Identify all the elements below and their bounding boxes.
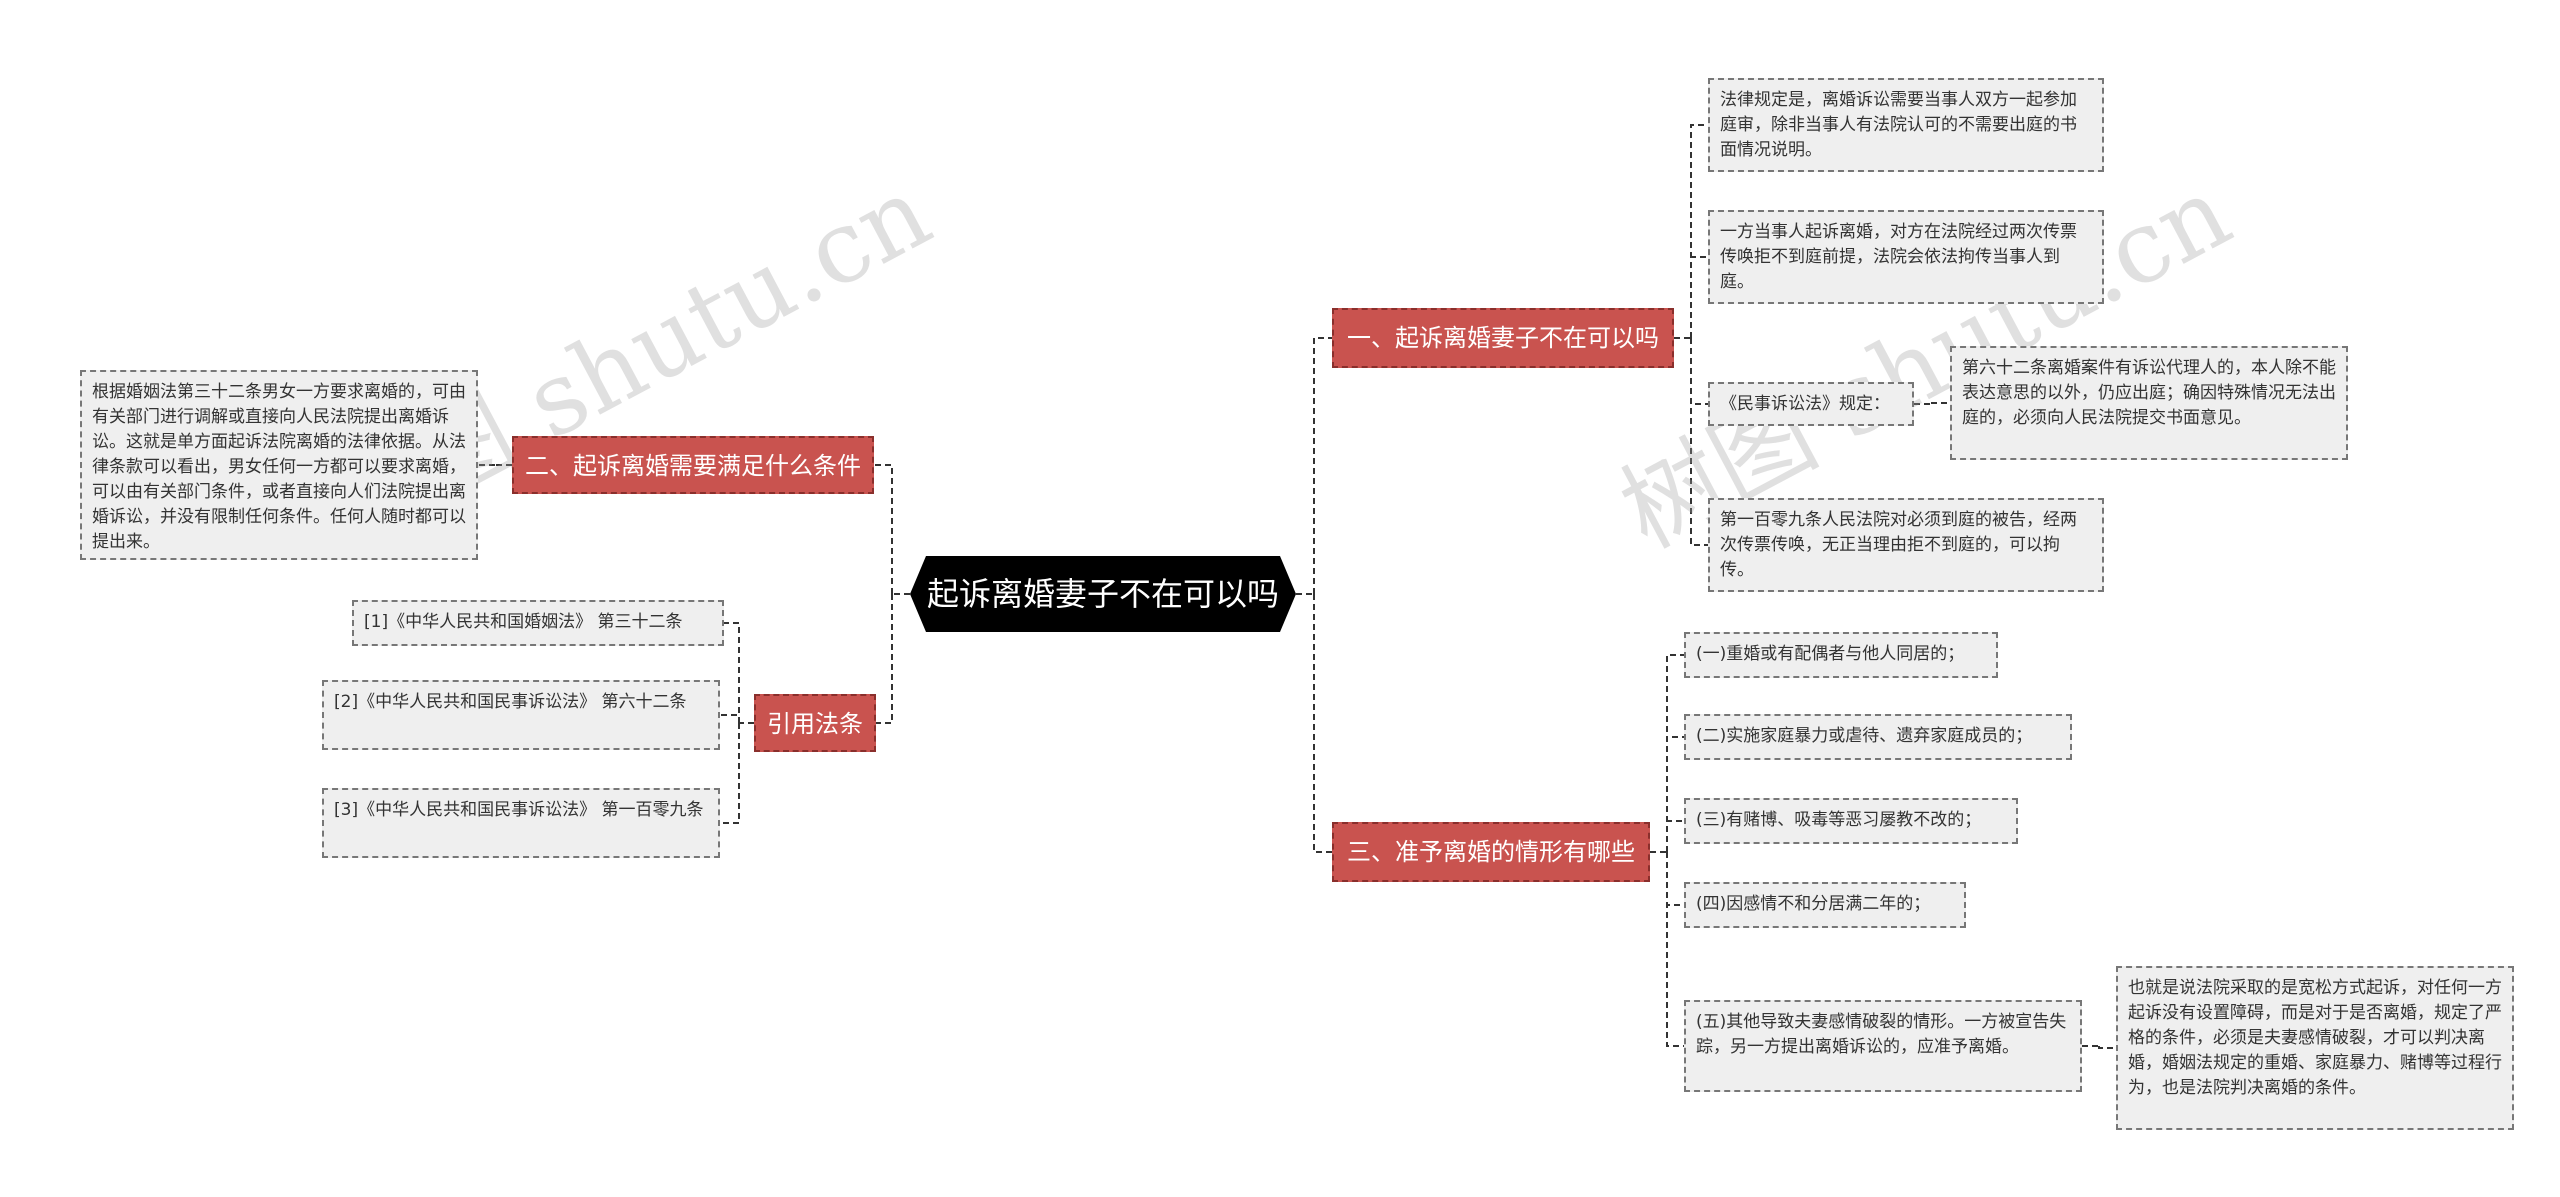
connector-line <box>1666 654 1684 852</box>
connector-line <box>1666 852 1684 906</box>
leaf-situation-4[interactable]: (四)因感情不和分居满二年的； <box>1684 882 1966 928</box>
branch-divorce-grant-situations[interactable]: 三、准予离婚的情形有哪些 <box>1332 822 1650 882</box>
connector-line <box>876 594 893 724</box>
connector-line <box>2098 1046 2116 1049</box>
connector-line <box>724 622 740 723</box>
connector-line <box>1690 338 1708 405</box>
leaf-situation-5[interactable]: (五)其他导致夫妻感情破裂的情形。一方被宣告失踪，另一方提出离婚诉讼的，应准予离… <box>1684 1000 2082 1092</box>
leaf-situation-3[interactable]: (三)有赌博、吸毒等恶习屡教不改的； <box>1684 798 2018 844</box>
leaf-court-explanation[interactable]: 也就是说法院采取的是宽松方式起诉，对任何一方起诉没有设置障碍，而是对于是否离婚，… <box>2116 966 2514 1130</box>
branch-can-sue-without-wife[interactable]: 一、起诉离婚妻子不在可以吗 <box>1332 308 1674 368</box>
connector-line <box>874 464 893 594</box>
connector-line <box>1690 256 1708 338</box>
connector-line <box>1690 124 1708 338</box>
connector-line <box>720 714 740 723</box>
root-topic[interactable]: 起诉离婚妻子不在可以吗 <box>910 556 1296 632</box>
leaf-citation-1[interactable]: [1]《中华人民共和国婚姻法》 第三十二条 <box>352 600 724 646</box>
leaf-summons-twice[interactable]: 一方当事人起诉离婚，对方在法院经过两次传票传唤拒不到庭前提，法院会依法拘传当事人… <box>1708 210 2104 304</box>
connector-line <box>1666 736 1684 852</box>
leaf-situation-2[interactable]: (二)实施家庭暴力或虐待、遗弃家庭成员的； <box>1684 714 2072 760</box>
leaf-civil-procedure-law[interactable]: 《民事诉讼法》规定： <box>1708 382 1914 426</box>
connector-line <box>1666 820 1684 852</box>
connector-line <box>1931 402 1950 404</box>
connector-line <box>1313 337 1332 594</box>
branch-cited-laws[interactable]: 引用法条 <box>754 694 876 752</box>
leaf-situation-1[interactable]: (一)重婚或有配偶者与他人同居的； <box>1684 632 1998 678</box>
leaf-marriage-law-art32[interactable]: 根据婚姻法第三十二条男女一方要求离婚的，可由有关部门进行调解或直接向人民法院提出… <box>80 370 478 560</box>
connector-line <box>1666 852 1684 1047</box>
leaf-law-requires-both-parties[interactable]: 法律规定是，离婚诉讼需要当事人双方一起参加庭审，除非当事人有法院认可的不需要出庭… <box>1708 78 2104 172</box>
leaf-citation-3[interactable]: [3]《中华人民共和国民事诉讼法》 第一百零九条 <box>322 788 720 858</box>
connector-line <box>1313 594 1332 853</box>
connector-line <box>1690 338 1708 546</box>
connector-line <box>720 723 740 824</box>
branch-divorce-conditions[interactable]: 二、起诉离婚需要满足什么条件 <box>512 436 874 494</box>
leaf-article-109[interactable]: 第一百零九条人民法院对必须到庭的被告，经两次传票传唤，无正当理由拒不到庭的，可以… <box>1708 498 2104 592</box>
leaf-article-62[interactable]: 第六十二条离婚案件有诉讼代理人的，本人除不能表达意思的以外，仍应出庭；确因特殊情… <box>1950 346 2348 460</box>
leaf-citation-2[interactable]: [2]《中华人民共和国民事诉讼法》 第六十二条 <box>322 680 720 750</box>
